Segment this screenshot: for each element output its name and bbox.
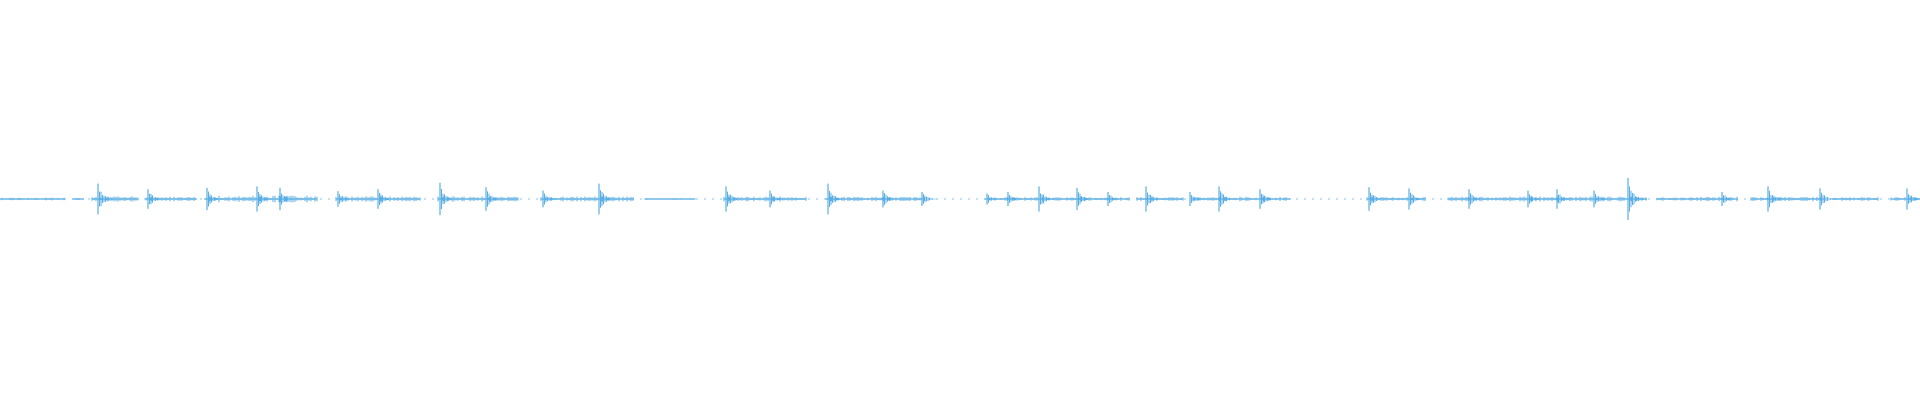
waveform-spike <box>725 186 742 212</box>
waveform-spike <box>598 183 615 215</box>
waveform-spike <box>485 187 502 211</box>
waveform-spikes <box>97 178 1920 220</box>
waveform-spike <box>1259 189 1276 209</box>
waveform-spike <box>986 193 1003 205</box>
waveform-spike <box>1038 186 1055 212</box>
waveform-segment <box>825 196 925 202</box>
waveform-spike <box>1107 192 1124 206</box>
waveform-spike <box>279 187 296 211</box>
waveform-spike <box>1819 188 1836 210</box>
waveform-spike <box>1468 189 1485 209</box>
waveform-spike <box>1408 188 1425 210</box>
waveform-spike <box>921 192 938 206</box>
waveform-spike <box>377 189 394 209</box>
waveform-spike <box>1145 186 1162 212</box>
waveform-segment <box>0 197 65 201</box>
waveform-spike <box>439 182 456 216</box>
waveform-spike <box>769 190 786 208</box>
waveform-spike <box>1007 192 1024 206</box>
waveform-spike <box>1076 187 1093 211</box>
waveform-spike <box>1767 186 1784 212</box>
waveform-spike <box>542 190 559 208</box>
waveform-spike <box>1556 189 1573 209</box>
waveform-segment <box>1656 196 1738 202</box>
waveform-spike <box>1189 192 1206 206</box>
waveform-spike <box>1368 187 1385 211</box>
waveform-segment <box>72 198 84 200</box>
waveform-segment <box>91 196 139 202</box>
waveform-segment <box>1193 196 1291 202</box>
waveform-spike <box>1218 186 1235 212</box>
waveform-spike <box>1627 178 1644 220</box>
waveform-spike <box>97 183 114 215</box>
waveform-segment <box>1831 197 1879 201</box>
waveform-spike <box>1721 192 1738 206</box>
waveform-spike <box>206 187 223 211</box>
waveform-spike <box>1906 188 1920 210</box>
waveform-segment <box>644 198 696 200</box>
waveform-spike <box>337 191 354 207</box>
waveform-spike <box>1593 190 1610 208</box>
waveform-spike <box>827 183 844 215</box>
waveform-spike <box>147 189 164 209</box>
waveform-spike <box>882 190 899 208</box>
waveform-spike <box>1527 190 1544 208</box>
waveform-segment <box>1750 196 1824 202</box>
waveform-spike <box>256 186 273 212</box>
